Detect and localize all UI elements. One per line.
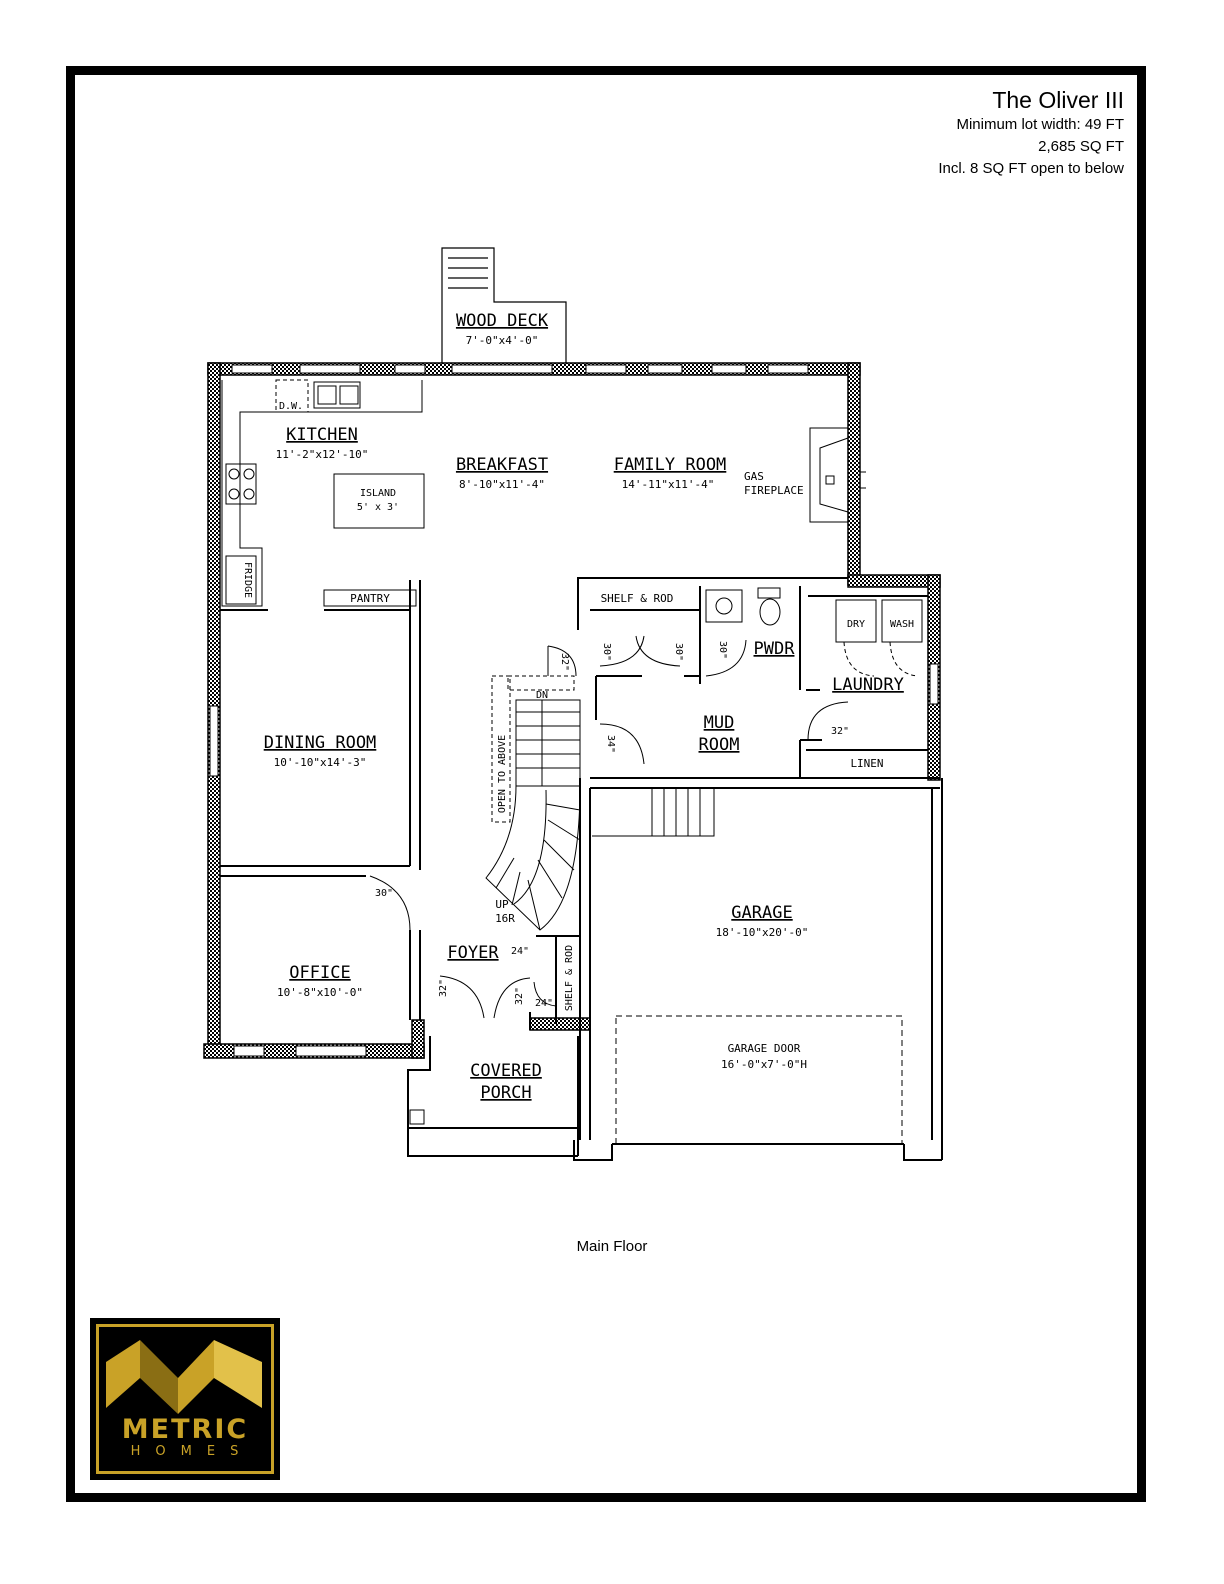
door-size-32-laundry: 32" [831, 726, 849, 737]
staircase [485, 675, 581, 931]
porch-post [409, 1109, 425, 1125]
gas-label: GAS [744, 470, 764, 483]
covered-porch-label-2: PORCH [480, 1083, 531, 1103]
foyer-shelf-rod-label: SHELF & ROD [564, 945, 575, 1011]
door-size-24-foyer-top: 24" [511, 946, 529, 957]
door-size-34-mud: 34" [605, 735, 616, 753]
mud-room-label-2: ROOM [699, 735, 740, 755]
dining-room-size: 10'-10"x14'-3" [274, 756, 367, 769]
door-size-32-front: 32" [438, 979, 449, 997]
garage-door-size: 16'-0"x7'-0"H [721, 1058, 807, 1071]
dining-room-label: DINING ROOM [264, 733, 377, 753]
stair-down-label: DN [536, 690, 548, 701]
logo-word-metric: METRIC [121, 1414, 249, 1445]
kitchen-size: 11'-2"x12'-10" [276, 448, 369, 461]
stair-up-label: UP [495, 898, 509, 911]
family-room-label: FAMILY ROOM [614, 455, 727, 475]
kitchen-label: KITCHEN [286, 425, 358, 445]
closet-shelf-rod-label: SHELF & ROD [601, 592, 674, 605]
open-to-below-note: Incl. 8 SQ FT open to below [938, 160, 1124, 177]
door-size-30-pwdr: 30" [717, 641, 728, 659]
stair-risers-label: 16R [495, 912, 515, 925]
square-footage: 2,685 SQ FT [1038, 138, 1124, 155]
door-size-24-foyer-bottom: 24" [535, 998, 553, 1009]
plan-title-block: The Oliver III Minimum lot width: 49 FT … [938, 86, 1124, 180]
pantry-label: PANTRY [350, 592, 390, 605]
family-room-size: 14'-11"x11'-4" [622, 478, 715, 491]
laundry-label: LAUNDRY [832, 675, 904, 695]
fridge-label: FRIDGE [242, 562, 253, 598]
office-label: OFFICE [289, 963, 350, 983]
metric-homes-logo: METRIC HOMES [90, 1318, 280, 1480]
island-size: 5' x 3' [357, 502, 399, 513]
dishwasher-label: D.W. [279, 401, 303, 412]
garage-door-label: GARAGE DOOR [728, 1042, 801, 1055]
garage-size: 18'-10"x20'-0" [716, 926, 809, 939]
washer-label: WASH [890, 619, 914, 630]
office-size: 10'-8"x10'-0" [277, 986, 363, 999]
door-swings [369, 635, 849, 1019]
floor-caption: Main Floor [576, 1238, 648, 1255]
garage-label: GARAGE [731, 903, 792, 923]
pwdr-label: PWDR [754, 639, 796, 659]
door-size-30-office: 30" [375, 888, 393, 899]
breakfast-label: BREAKFAST [456, 455, 548, 475]
logo-mark-icon [106, 1340, 262, 1414]
logo-word-homes: HOMES [130, 1444, 254, 1459]
logo-border [96, 1324, 274, 1474]
fireplace [809, 427, 866, 523]
dryer-label: DRY [847, 619, 865, 630]
laundry-fixtures [705, 587, 923, 677]
plan-name: The Oliver III [992, 87, 1124, 113]
linen-label: LINEN [850, 757, 883, 770]
open-to-above-label: OPEN TO ABOVE [497, 735, 508, 813]
door-size-30-closet-right: 30" [673, 643, 684, 661]
wood-deck-label: WOOD DECK [456, 311, 549, 331]
fireplace-label: FIREPLACE [744, 484, 804, 497]
door-size-32-stair: 32" [559, 653, 570, 671]
windows [209, 364, 939, 1057]
interior-walls [220, 577, 943, 1161]
door-size-32-foyer-closet: 32" [514, 987, 525, 1005]
foyer-label: FOYER [447, 943, 499, 963]
island-label: ISLAND [360, 488, 396, 499]
covered-porch-label-1: COVERED [470, 1061, 542, 1081]
page-frame [66, 66, 1146, 1502]
mud-room-label-1: MUD [704, 713, 735, 733]
breakfast-size: 8'-10"x11'-4" [459, 478, 545, 491]
wood-deck [441, 247, 567, 366]
wood-deck-size: 7'-0"x4'-0" [466, 334, 539, 347]
kitchen-counters [221, 379, 425, 607]
lot-width: Minimum lot width: 49 FT [956, 116, 1124, 133]
door-size-30-closet-left: 30" [601, 643, 612, 661]
garage-door-outline [615, 1015, 903, 1145]
garage-steps [592, 787, 715, 837]
